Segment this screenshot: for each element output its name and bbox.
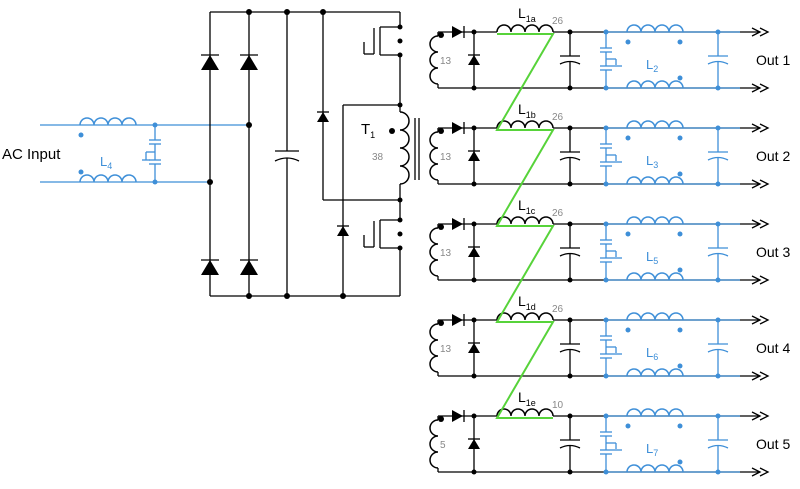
- output-label: Out 3: [756, 244, 790, 260]
- output-terminals: [751, 219, 770, 285]
- transformer-primary-turns: 38: [372, 152, 384, 163]
- filter-choke-label: L7: [646, 441, 658, 458]
- filter-choke-label: L6: [646, 345, 658, 362]
- winding-dot: [438, 224, 444, 230]
- output-emi-filter: L7: [600, 408, 740, 475]
- output-terminals: [751, 315, 770, 381]
- output-emi-filter: L6: [600, 312, 740, 379]
- coupled-inductor-label: L1d: [518, 293, 536, 312]
- forward-diode: [452, 26, 463, 38]
- ac-input-label: AC Input: [2, 146, 61, 163]
- forward-diode: [452, 122, 463, 134]
- coupled-inductor-turns: 26: [552, 304, 564, 315]
- freewheel-diode: [468, 343, 480, 353]
- coupled-inductor-core-link: [495, 33, 555, 419]
- coupled-inductor-turns: 26: [552, 208, 564, 219]
- winding-dot: [438, 320, 444, 326]
- freewheel-diode: [468, 151, 480, 161]
- winding-dot: [438, 32, 444, 38]
- input-choke-label: L4: [100, 154, 112, 171]
- two-switch-forward-stage: [317, 9, 403, 299]
- secondary-turns: 5: [440, 440, 446, 451]
- coupled-inductor-label: L1b: [518, 101, 536, 120]
- forward-diode: [452, 410, 463, 422]
- secondary-turns: 13: [440, 152, 452, 163]
- filter-choke-label: L2: [646, 57, 658, 74]
- winding-dot: [438, 128, 444, 134]
- freewheel-diode: [468, 55, 480, 65]
- output-terminals: [751, 27, 770, 93]
- input-emi-filter: [40, 117, 250, 185]
- secondary-turns: 13: [440, 248, 452, 259]
- coupled-inductor-turns: 26: [552, 16, 564, 27]
- freewheel-diode: [468, 247, 480, 257]
- secondary-turns: 13: [440, 344, 452, 355]
- secondary-turns: 13: [440, 56, 452, 67]
- freewheel-diode: [468, 439, 480, 449]
- output-emi-filter: L5: [600, 216, 740, 283]
- forward-diode: [452, 218, 463, 230]
- output-emi-filter: L2: [600, 24, 740, 91]
- coupled-inductor-label: L1e: [518, 389, 536, 408]
- transformer-label: T1: [361, 121, 375, 140]
- filter-choke-label: L3: [646, 153, 658, 170]
- output-label: Out 5: [756, 436, 790, 452]
- coupled-inductor-label: L1a: [518, 5, 536, 24]
- output-label: Out 4: [756, 340, 790, 356]
- coupled-inductor-turns: 10: [552, 400, 564, 411]
- winding-dot: [438, 416, 444, 422]
- output-label: Out 2: [756, 148, 790, 164]
- bridge-rectifier: [201, 9, 400, 299]
- output-terminals: [751, 123, 770, 189]
- filter-choke-label: L5: [646, 249, 658, 266]
- forward-diode: [452, 314, 463, 326]
- bulk-capacitor: [274, 9, 300, 299]
- coupled-inductor-turns: 26: [552, 112, 564, 123]
- coupled-inductor-label: L1c: [518, 197, 536, 216]
- output-terminals: [751, 411, 770, 477]
- output-emi-filter: L3: [600, 120, 740, 187]
- output-label: Out 1: [756, 52, 790, 68]
- transformer-primary: [389, 105, 420, 200]
